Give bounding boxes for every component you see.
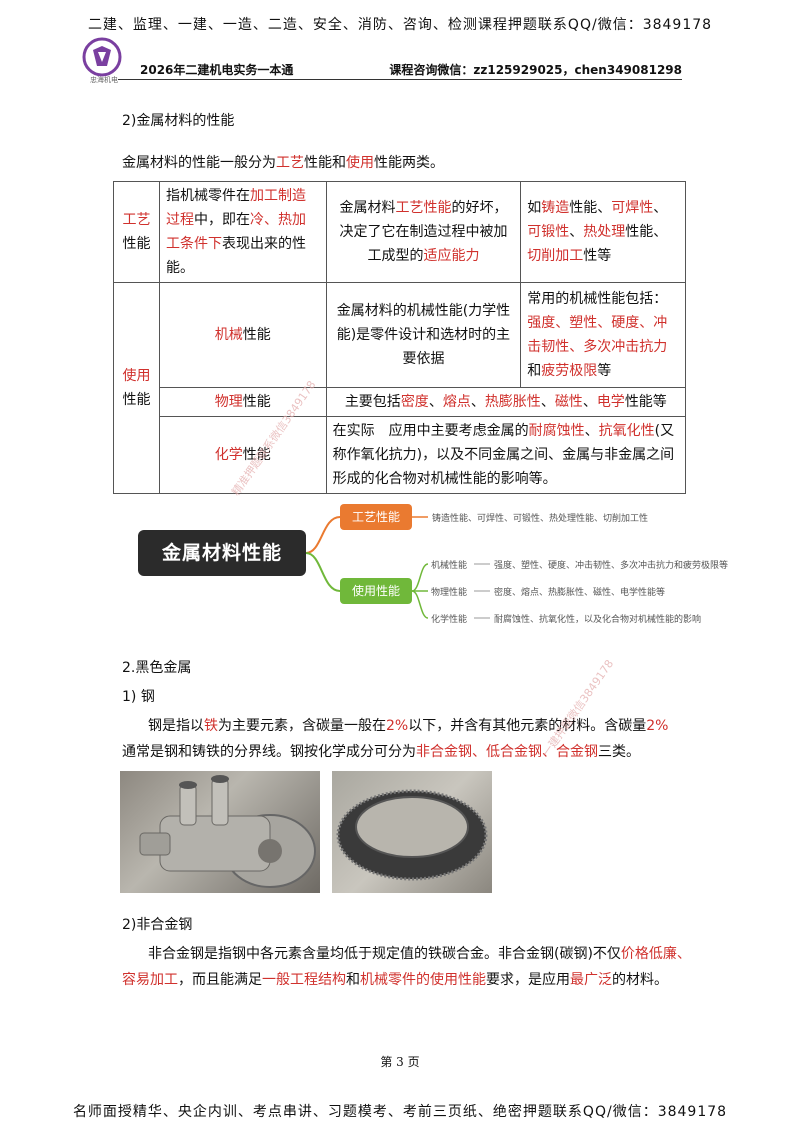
gang-paragraph: 钢是指以铁为主要元素，含碳量一般在2%以下，并含有其他元素的材料。含碳量2% <box>148 718 669 734</box>
heading-heise: 2.黑色金属 <box>122 660 192 676</box>
category-cell: 使用性能 <box>113 282 160 494</box>
definition-cell: 指机械零件在加工制造过程中，即在冷、热加工条件下表现出来的性能。 <box>158 181 327 283</box>
mindmap-leaf-label: 化学性能 <box>431 615 468 625</box>
description-cell: 金属材料的机械性能(力学性能)是零件设计和选材时的主要依据 <box>325 282 522 388</box>
mindmap-leaf-label: 物理性能 <box>431 588 468 598</box>
properties-table: 工艺性能 指机械零件在加工制造过程中，即在冷、热加工条件下表现出来的性能。 金属… <box>113 181 687 494</box>
section-title: 2)金属材料的性能 <box>122 113 235 129</box>
company-logo-icon <box>82 37 122 77</box>
top-banner: 二建、监理、一建、一造、二造、安全、消防、咨询、检测课程押题联系QQ/微信：38… <box>87 17 713 33</box>
mindmap-node-shiyong: 使用性能 <box>340 578 412 604</box>
category-cell: 工艺性能 <box>113 181 160 283</box>
mindmap-node-gongyi: 工艺性能 <box>340 504 412 530</box>
mindmap-leaf-text: 耐腐蚀性、抗氧化性，以及化合物对机械性能的影响 <box>494 615 702 625</box>
table-row: 物理性能 主要包括密度、熔点、热膨胀性、磁性、电学性能等 <box>114 387 687 417</box>
cast-steel-part-image <box>120 771 320 893</box>
mindmap-leaf-text: 密度、熔点、热膨胀性、磁性、电学性能等 <box>494 588 666 598</box>
intro-paragraph: 金属材料的性能一般分为工艺性能和使用性能两类。 <box>122 155 444 171</box>
page-number: 第 3 页 <box>380 1055 420 1069</box>
feihejin-paragraph: 容易加工，而且能满足一般工程结构和机械零件的使用性能要求，是应用最广泛的材料。 <box>122 972 668 988</box>
mindmap-root: 金属材料性能 <box>138 530 306 576</box>
subcategory-cell: 机械性能 <box>158 282 327 388</box>
mindmap-leaf-gongyi: 铸造性能、可焊性、可锻性、热处理性能、切削加工性 <box>432 514 649 524</box>
heading-feihejin: 2)非合金钢 <box>122 917 193 933</box>
header-divider <box>118 79 682 80</box>
feihejin-paragraph: 非合金钢是指钢中各元素含量均低于规定值的铁碳合金。非合金钢(碳钢)不仅价格低廉、 <box>148 946 691 962</box>
footer-banner: 名师面授精华、央企内训、考点串讲、习题模考、考前三页纸、绝密押题联系QQ/微信：… <box>72 1104 728 1120</box>
gang-paragraph: 通常是钢和铸铁的分界线。钢按化学成分可分为非合金钢、低合金钢、合金钢三类。 <box>122 744 640 760</box>
table-row: 工艺性能 指机械零件在加工制造过程中，即在冷、热加工条件下表现出来的性能。 金属… <box>113 181 686 283</box>
description-cell: 主要包括密度、熔点、热膨胀性、磁性、电学性能等 <box>325 387 687 417</box>
description-cell: 金属材料工艺性能的好坏，决定了它在制造过程中被加工成型的适应能力 <box>325 181 522 283</box>
logo-text: 忠海机电 <box>90 76 118 84</box>
subcategory-cell: 化学性能 <box>158 416 327 494</box>
description-cell: 在实际 应用中主要考虑金属的耐腐蚀性、抗氧化性(又称作氧化抗力)，以及不同金属之… <box>325 416 687 494</box>
mindmap-leaf-label: 机械性能 <box>431 561 468 571</box>
examples-cell: 如铸造性能、可焊性、可锻性、热处理性能、切削加工性等 <box>520 181 686 283</box>
heading-gang: 1) 钢 <box>122 689 155 705</box>
document-title: 2026年二建机电实务一本通 <box>140 63 294 77</box>
examples-cell: 常用的机械性能包括：强度、塑性、硬度、冲击韧性、多次冲击抗力和疲劳极限等 <box>520 282 686 388</box>
gear-ring-image <box>332 771 492 893</box>
contact-info: 课程咨询微信：zz125929025，chen349081298 <box>389 63 682 77</box>
table-row: 化学性能 在实际 应用中主要考虑金属的耐腐蚀性、抗氧化性(又称作氧化抗力)，以及… <box>114 416 687 494</box>
mindmap-leaf-text: 强度、塑性、硬度、冲击韧性、多次冲击抗力和疲劳极限等 <box>494 561 729 571</box>
table-row: 使用性能 机械性能 金属材料的机械性能(力学性能)是零件设计和选材时的主要依据 … <box>113 282 686 494</box>
